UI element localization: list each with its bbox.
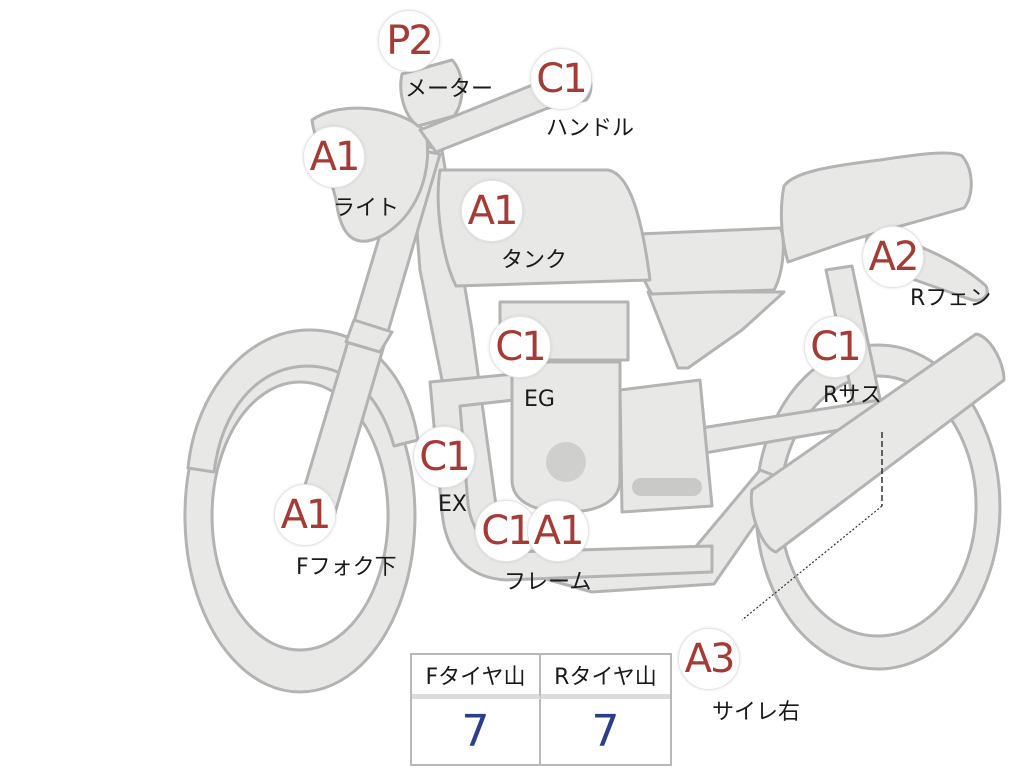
part-label-rsus: Rサス <box>823 383 882 408</box>
meter-cluster <box>399 58 464 128</box>
muffler <box>749 332 1006 554</box>
seat <box>636 226 785 296</box>
grade-badge-muffler-right: A3 <box>678 628 740 690</box>
grade-badge-rsus: C1 <box>804 316 866 378</box>
engine-cover <box>546 442 586 482</box>
footpeg <box>632 478 702 496</box>
grade-badge-meter: P2 <box>378 10 440 72</box>
grade-badge-tank: A1 <box>461 180 523 242</box>
part-label-exhaust: EX <box>438 492 467 517</box>
rear-tyre-header: Rタイヤ山 <box>541 655 670 699</box>
rear-tyre-value: 7 <box>591 706 620 757</box>
front-tyre-header: Fタイヤ山 <box>412 655 541 699</box>
fork-cover <box>344 318 394 354</box>
engine-block <box>510 360 622 514</box>
grade-badge-handle: C1 <box>530 48 592 110</box>
part-label-handle: ハンドル <box>546 116 635 141</box>
part-label-light: ライト <box>333 196 400 221</box>
part-label-ffork: Fフォク下 <box>296 555 397 580</box>
grade-badge-light: A1 <box>303 126 365 188</box>
grade-badge-engine: C1 <box>489 316 551 378</box>
grade-badge-ffork: A1 <box>274 484 336 546</box>
tyre-tread-table: Fタイヤ山 Rタイヤ山 7 7 <box>410 653 672 766</box>
grade-badge-rfender: A2 <box>862 226 924 288</box>
part-label-meter: メーター <box>405 77 494 102</box>
side-cover <box>646 290 786 370</box>
part-label-frame: フレーム <box>504 570 592 595</box>
grade-badge-frame-c1: C1 <box>475 500 537 562</box>
exhaust-pipe <box>428 372 714 582</box>
part-label-engine: EG <box>524 387 555 412</box>
part-label-tank: タンク <box>501 248 568 273</box>
part-label-rfender: Rフェン <box>910 286 992 311</box>
grade-badge-exhaust: C1 <box>413 426 475 488</box>
front-tyre-value: 7 <box>412 699 541 764</box>
seat-rear <box>779 151 973 264</box>
grade-badge-frame-a1: A1 <box>527 500 589 562</box>
part-label-muffler-right: サイレ右 <box>712 700 801 725</box>
